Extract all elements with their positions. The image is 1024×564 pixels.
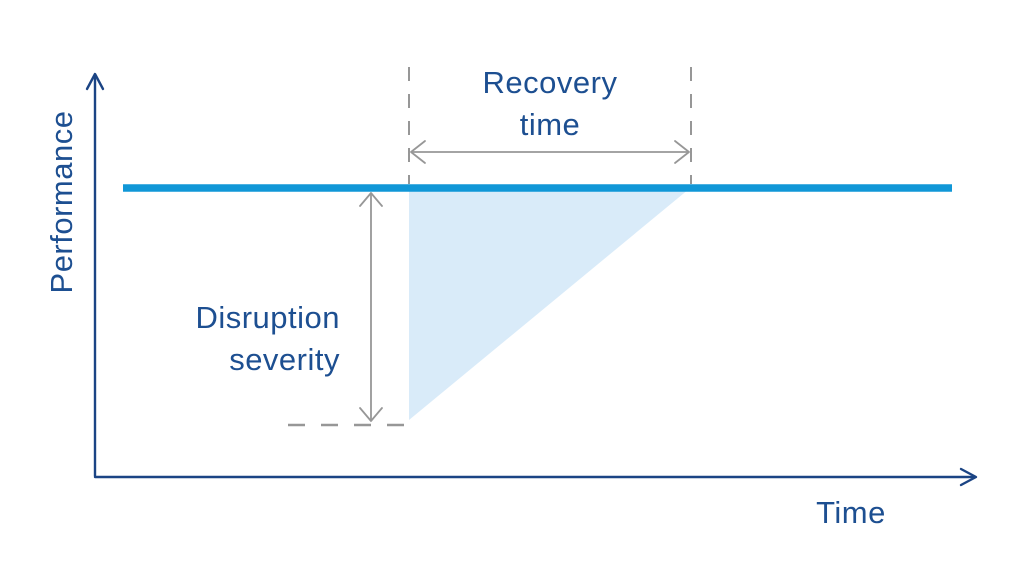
recovery-time-label: Recovery time xyxy=(400,62,700,146)
y-axis-arrowhead-icon xyxy=(85,72,105,91)
y-axis-label: Performance xyxy=(44,110,79,294)
recovery-time-arrow xyxy=(410,140,690,164)
disruption-severity-label-line2: severity xyxy=(229,342,340,377)
recovery-time-label-line2: time xyxy=(519,107,581,142)
disruption-severity-arrow xyxy=(359,192,383,422)
disruption-severity-label-line1: Disruption xyxy=(195,300,340,335)
x-axis xyxy=(93,467,978,487)
recovery-time-label-line1: Recovery xyxy=(482,65,618,100)
y-axis xyxy=(85,72,105,478)
arrowhead-right-icon xyxy=(674,140,690,164)
disruption-triangle xyxy=(409,189,689,420)
x-axis-label: Time xyxy=(816,495,886,530)
arrowhead-left-icon xyxy=(410,140,426,164)
x-axis-arrowhead-icon xyxy=(959,467,978,487)
arrowhead-up-icon xyxy=(359,192,383,207)
arrowhead-down-icon xyxy=(359,407,383,422)
disruption-severity-label: Disruption severity xyxy=(40,297,340,381)
